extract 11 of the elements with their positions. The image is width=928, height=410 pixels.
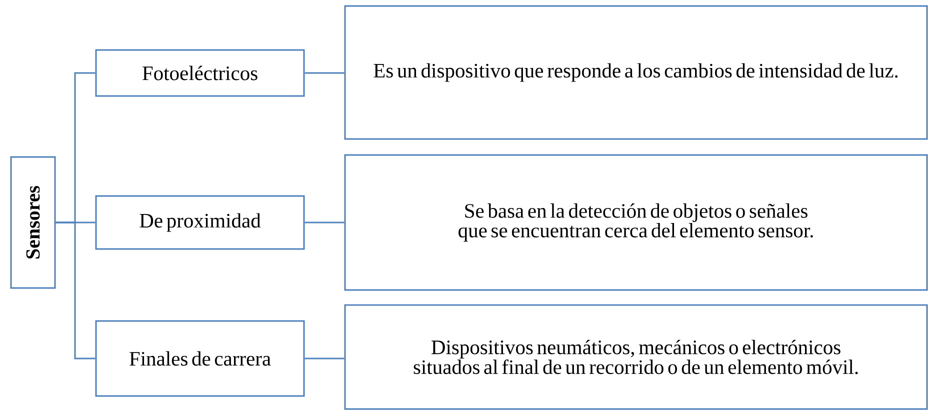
description-box: Dispositivos neumáticos, mecánicos o electrónicos situados al final de un recorrido o de un elemento móvil. — [344, 304, 928, 410]
category-box: Fotoeléctricos — [95, 49, 305, 97]
root-box: Sensores — [10, 156, 56, 289]
description-box: Se basa en la detección de objetos o señales que se encuentran cerca del elemento sensor. — [344, 154, 928, 291]
category-box: Finales de carrera — [95, 320, 305, 397]
connector-line — [56, 222, 96, 360]
connector-line — [304, 72, 344, 74]
description-box: Es un dispositivo que responde a los cambios de intensidad de luz. — [344, 5, 928, 140]
connector-line — [304, 358, 344, 360]
connector-line — [304, 222, 344, 224]
category-box: De proximidad — [95, 195, 305, 250]
